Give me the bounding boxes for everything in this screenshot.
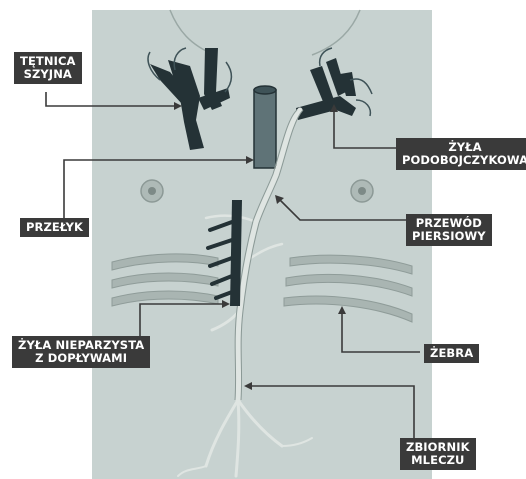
label-ribs-line1: ŻEBRA (430, 347, 473, 360)
label-azygos: ŻYŁA NIEPARZYSTA Z DOPŁYWAMI (12, 336, 150, 368)
label-subclavian: ŻYŁA PODOBOJCZYKOWA (396, 138, 526, 170)
label-azygos-line2: Z DOPŁYWAMI (18, 352, 144, 365)
label-esophagus-line1: PRZEŁYK (26, 221, 83, 234)
right-nipple (351, 180, 373, 202)
label-ribs: ŻEBRA (424, 344, 479, 363)
label-carotid: TĘTNICA SZYJNA (14, 52, 82, 84)
label-cisterna-line2: MLECZU (406, 454, 470, 467)
ribs-left (112, 254, 218, 306)
label-esophagus: PRZEŁYK (20, 218, 89, 237)
left-nipple (141, 180, 163, 202)
label-carotid-line2: SZYJNA (20, 68, 76, 81)
label-cisterna-chyli: ZBIORNIK MLECZU (400, 438, 476, 470)
esophagus (254, 86, 276, 168)
body-panel (92, 10, 432, 479)
label-thoracic-duct-line2: PIERSIOWY (412, 230, 486, 243)
label-thoracic-duct: PRZEWÓD PIERSIOWY (406, 214, 492, 246)
label-subclavian-line2: PODOBOJCZYKOWA (402, 154, 526, 167)
